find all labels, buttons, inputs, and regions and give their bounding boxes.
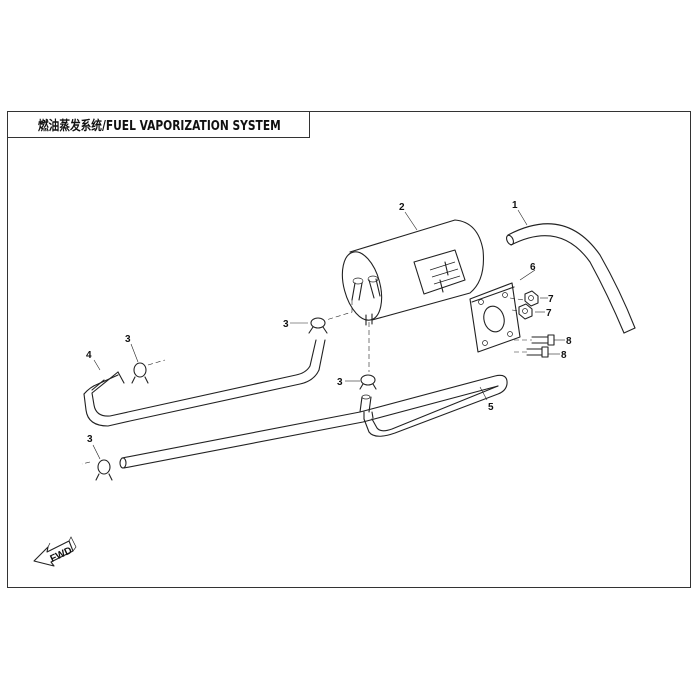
callout-3-c: 3 [337, 377, 343, 388]
callout-7-a: 7 [548, 294, 554, 305]
diagram-title: 燃油蒸发系统/FUEL VAPORIZATION SYSTEM [38, 119, 281, 134]
part-3-clamp-d [95, 459, 113, 481]
callout-6: 6 [530, 262, 536, 273]
part-8-bolt-lower [526, 346, 549, 358]
callout-8-a: 8 [566, 336, 572, 347]
part-6-bracket-plate [469, 282, 521, 353]
callout-1: 1 [512, 200, 518, 211]
part-3-clamp-c [359, 374, 377, 390]
title-box: 燃油蒸发系统/FUEL VAPORIZATION SYSTEM [7, 111, 310, 138]
assembly-lines [81, 297, 532, 465]
drawing-frame [7, 111, 691, 588]
part-3-clamp-b [131, 362, 149, 384]
part-8-bolt-upper [531, 334, 555, 346]
callout-8-b: 8 [561, 350, 567, 361]
fwd-label: FWD [49, 545, 74, 565]
callout-3-a: 3 [283, 319, 289, 330]
callout-7-b: 7 [546, 308, 552, 319]
callout-3-d: 3 [87, 434, 93, 445]
callout-4: 4 [86, 350, 92, 361]
part-2-canister [341, 219, 485, 326]
part-3-clamp-a [308, 317, 328, 334]
part-5-hose [119, 374, 508, 469]
callout-5: 5 [488, 402, 494, 413]
callout-3-b: 3 [125, 334, 131, 345]
forward-arrow-icon: FWD [33, 536, 77, 567]
leader-lines [92, 209, 565, 460]
part-7-nut-upper [524, 290, 539, 307]
part-4-hose [83, 339, 326, 427]
part-1-vent-hose [506, 223, 636, 334]
callout-2: 2 [399, 202, 405, 213]
part-7-nut-lower [518, 303, 533, 320]
